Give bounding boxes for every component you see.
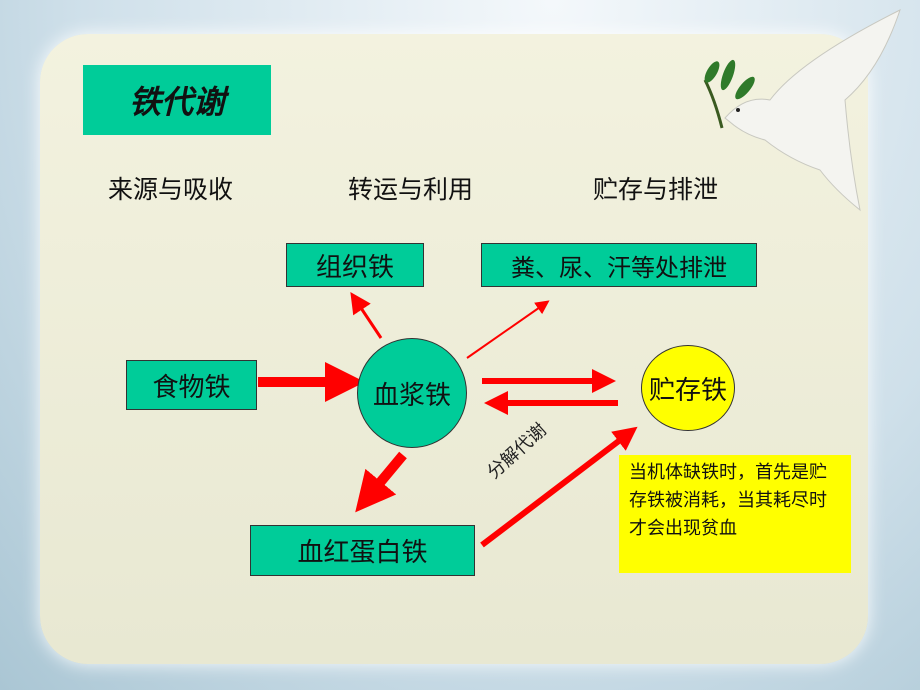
page-title: 铁代谢 xyxy=(83,65,271,135)
heading-source: 来源与吸收 xyxy=(108,175,234,204)
arrow-plasma-to-hemoglobin xyxy=(355,451,407,513)
node-food-iron: 食物铁 xyxy=(126,360,257,410)
heading-storage: 贮存与排泄 xyxy=(593,175,719,204)
node-storage-iron: 贮存铁 xyxy=(641,345,735,431)
node-plasma-iron: 血浆铁 xyxy=(357,338,467,448)
arrow-plasma-to-excretion xyxy=(466,300,550,359)
heading-transport: 转运与利用 xyxy=(348,175,474,204)
node-excretion: 粪、尿、汗等处排泄 xyxy=(481,243,757,287)
node-hemoglobin-iron: 血红蛋白铁 xyxy=(250,525,475,576)
node-tissue-iron: 组织铁 xyxy=(286,243,424,287)
dove-icon xyxy=(703,9,901,212)
arrow-plasma-to-tissue xyxy=(350,292,383,339)
arrow-hemoglobin-to-storage xyxy=(480,426,638,548)
note-box: 当机体缺铁时，首先是贮存铁被消耗，当其耗尽时才会出现贫血 xyxy=(619,455,851,573)
